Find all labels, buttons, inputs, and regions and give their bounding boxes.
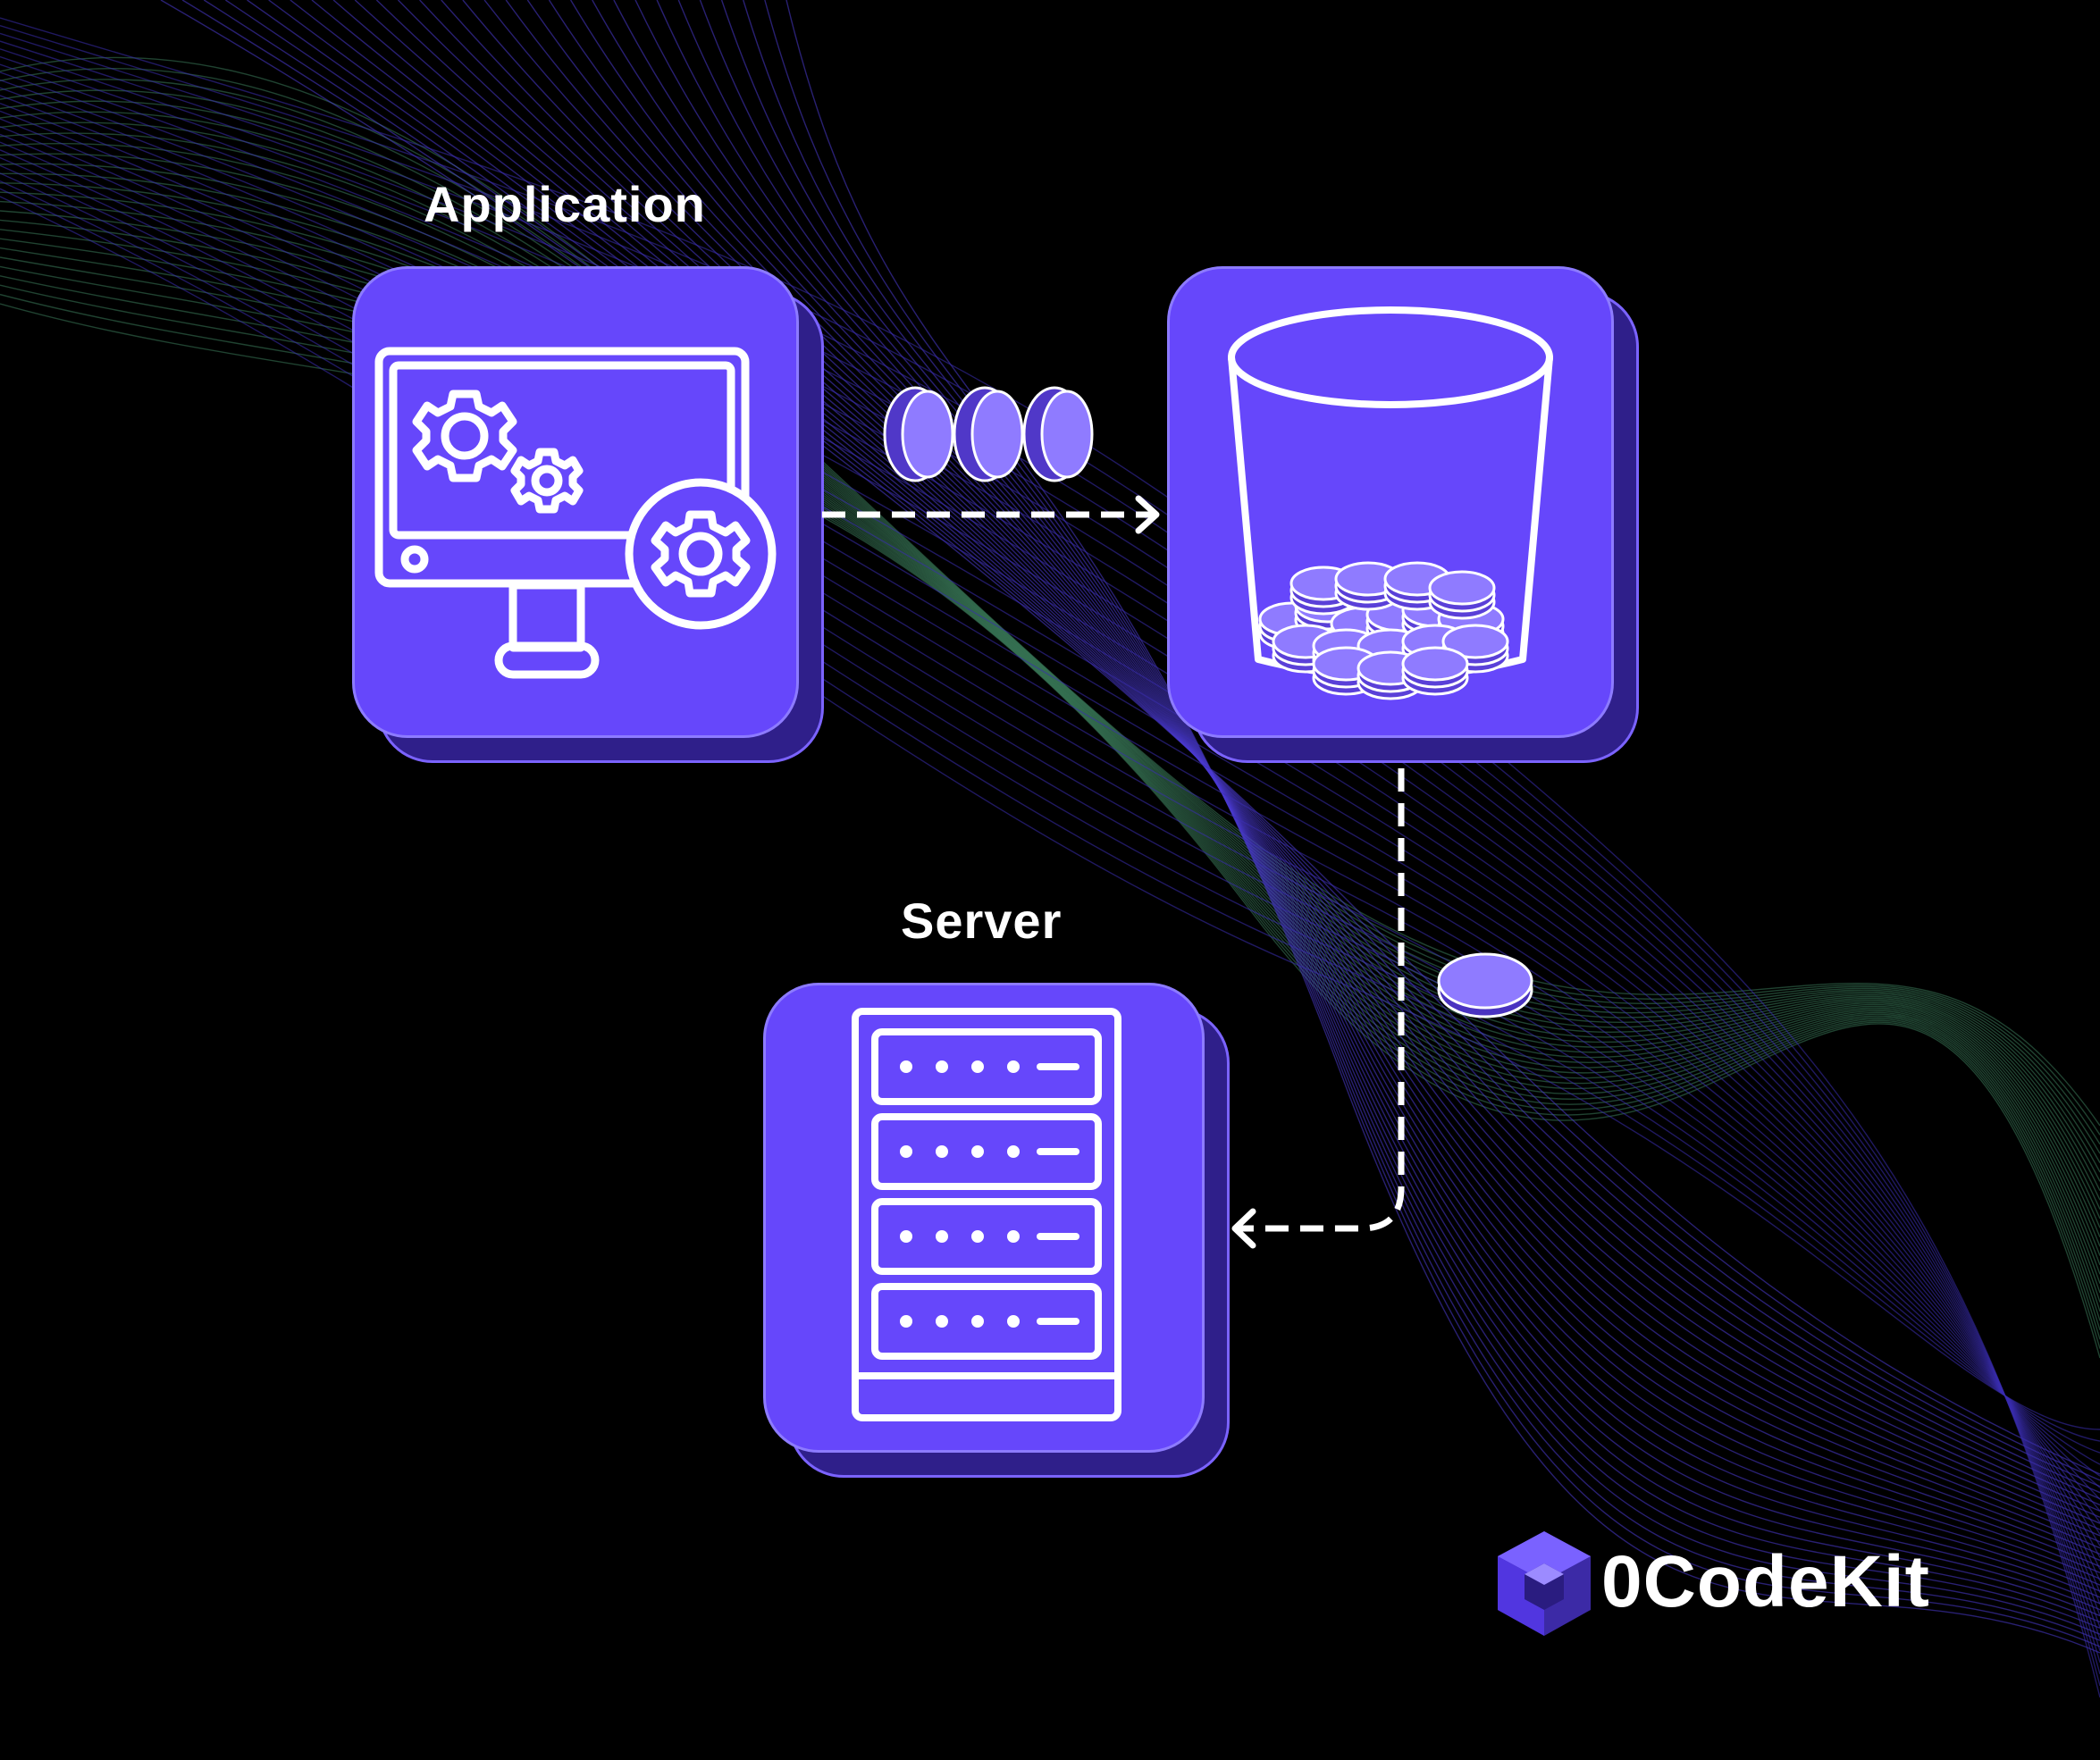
coin-stack	[1258, 561, 1509, 700]
wave-line	[613, 0, 2100, 1605]
wave-line	[764, 0, 2100, 1647]
arrowhead-left	[1231, 1208, 1256, 1249]
wave-line	[0, 56, 2100, 1127]
server-label: Server	[901, 893, 1063, 949]
wave-line	[0, 68, 2100, 1136]
wave-line	[247, 0, 2100, 1500]
server-unit	[871, 1198, 1102, 1275]
server-unit	[871, 1113, 1102, 1190]
arrowhead-right	[1135, 495, 1160, 534]
wave-line	[0, 142, 2100, 1201]
brand-name: 0CodeKit	[1601, 1541, 1930, 1622]
bucket-to-server-arrow	[1239, 768, 1405, 1232]
cube-logo-icon	[1498, 1531, 1591, 1636]
coin-icon	[1437, 952, 1533, 1018]
bucket-coins-icon	[1228, 306, 1553, 700]
coin-icon	[953, 386, 1024, 482]
wave-line	[203, 0, 2100, 1488]
wave-line	[592, 0, 2100, 1598]
server-unit	[871, 1028, 1102, 1105]
application-node	[352, 266, 824, 763]
coin-icon	[1022, 386, 1094, 482]
wave-line	[677, 0, 2100, 1623]
wave-line	[268, 0, 2100, 1506]
monitor-gears-icon	[374, 347, 777, 679]
gear-icon	[412, 390, 517, 482]
wave-line	[785, 0, 2100, 1654]
server-node	[763, 983, 1230, 1478]
server-unit	[871, 1283, 1102, 1360]
coin-icon	[1428, 570, 1496, 620]
wave-line	[699, 0, 2100, 1630]
wave-line	[225, 0, 2100, 1494]
coin-icon	[1401, 646, 1469, 696]
wave-line	[160, 0, 2100, 1475]
gear-icon	[651, 510, 751, 598]
gear-icon	[510, 448, 584, 514]
server-rack-icon	[852, 1008, 1121, 1421]
wave-line	[570, 0, 2100, 1592]
wave-line	[634, 0, 2100, 1611]
bucket-node	[1167, 266, 1639, 763]
application-label: Application	[424, 176, 706, 232]
coin-icon	[883, 386, 954, 482]
wave-line	[720, 0, 2100, 1635]
wave-line	[743, 0, 2100, 1641]
brand-logo: 0CodeKit	[1491, 1528, 1929, 1639]
wave-line	[656, 0, 2100, 1617]
